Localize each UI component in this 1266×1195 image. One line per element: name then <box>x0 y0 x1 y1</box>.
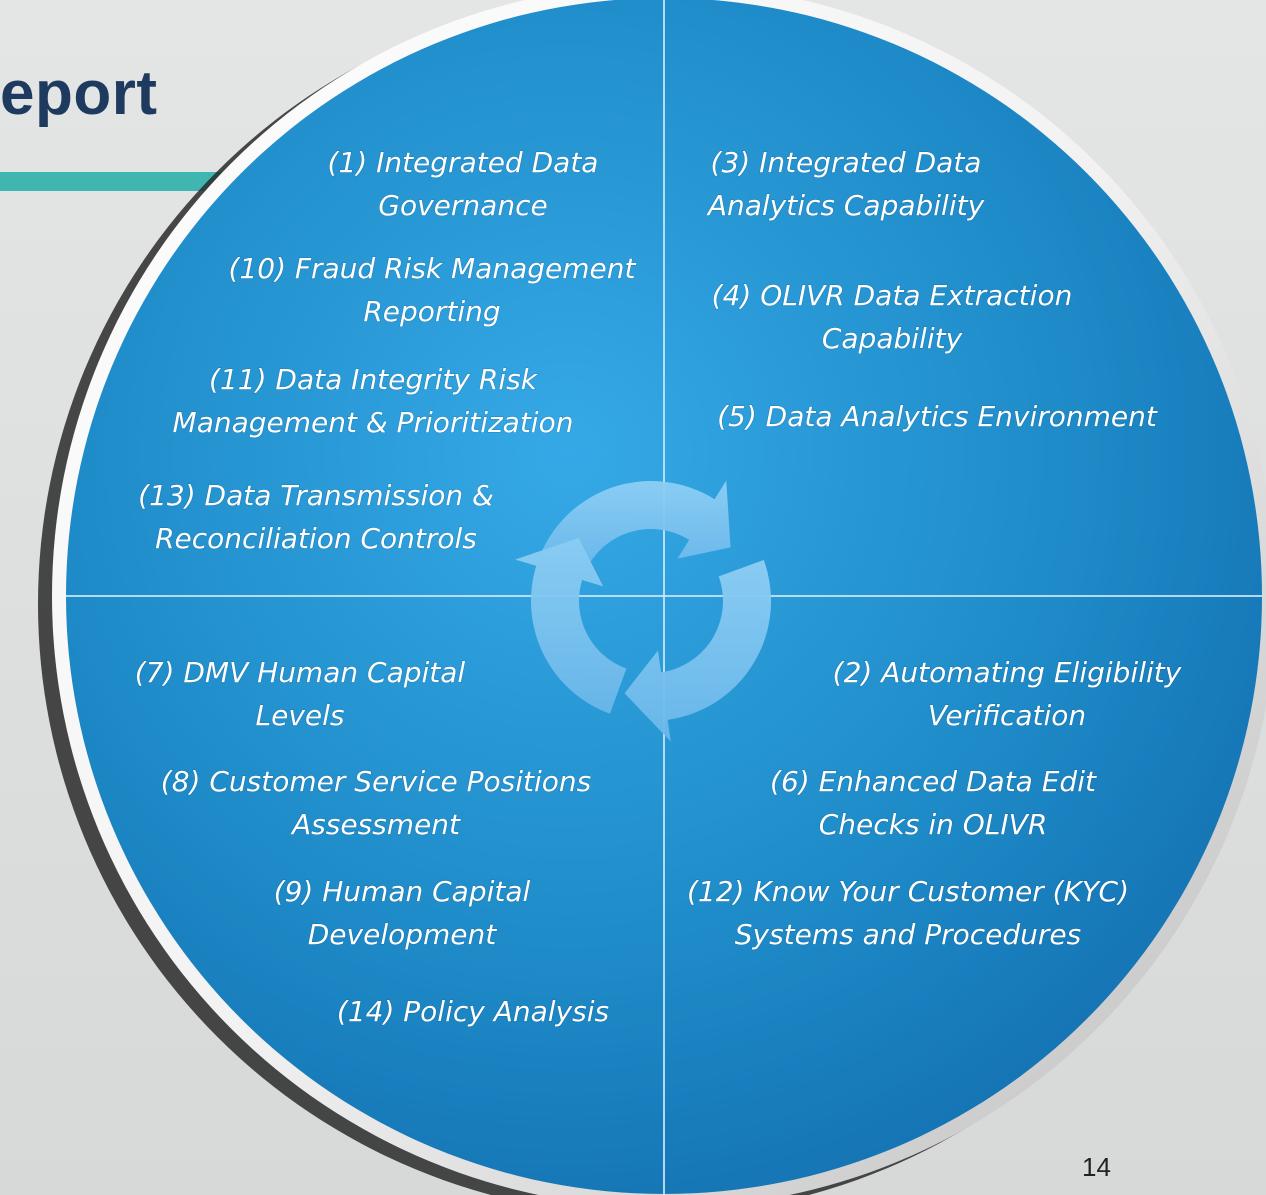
quadrant-item-text: (4) OLIVR Data Extraction <box>712 279 1073 312</box>
quadrant-item-text: (11) Data Integrity Risk <box>209 363 539 396</box>
quadrant-item-text: (12) Know Your Customer (KYC) <box>687 875 1129 908</box>
quadrant-item-text: (6) Enhanced Data Edit <box>770 765 1097 798</box>
quadrant-item-text: (8) Customer Service Positions <box>161 765 591 798</box>
quadrant-item-text: (5) Data Analytics Environment <box>717 400 1158 433</box>
quadrant-item-text: (7) DMV Human Capital <box>135 656 466 689</box>
quadrant-item-text: (9) Human Capital <box>274 875 531 908</box>
quadrant-item-text: Governance <box>378 189 547 222</box>
quadrant-item-text: Systems and Procedures <box>735 918 1081 951</box>
quadrant-item-text: (14) Policy Analysis <box>337 995 609 1028</box>
quadrant-item-text: (1) Integrated Data <box>328 146 599 179</box>
quadrant-item-text: Reconciliation Controls <box>155 522 477 555</box>
quadrant-item-text: Analytics Capability <box>706 189 985 222</box>
page-title: eport <box>0 59 158 128</box>
quadrant-item-text: (13) Data Transmission & <box>138 479 494 512</box>
quadrant-item-text: (10) Fraud Risk Management <box>229 252 637 285</box>
title-accent-bar <box>0 172 232 191</box>
quadrant-item-text: Checks in OLIVR <box>819 808 1048 841</box>
refresh-cycle-icon <box>515 480 771 742</box>
quadrant-item-text: Reporting <box>363 295 500 328</box>
quadrant-item-text: Development <box>308 918 498 951</box>
quadrant-item-text: Capability <box>822 322 963 355</box>
quadrant-item-text: Management & Prioritization <box>173 406 574 439</box>
quadrant-item-text: Assessment <box>290 808 461 841</box>
quadrant-item-text: Levels <box>256 699 345 732</box>
quadrant-item-text: (2) Automating Eligibility <box>833 656 1182 689</box>
quadrant-item-text: Verification <box>928 699 1086 732</box>
quadrant-item-text: (3) Integrated Data <box>711 146 982 179</box>
page-number: 14 <box>1082 1152 1111 1182</box>
